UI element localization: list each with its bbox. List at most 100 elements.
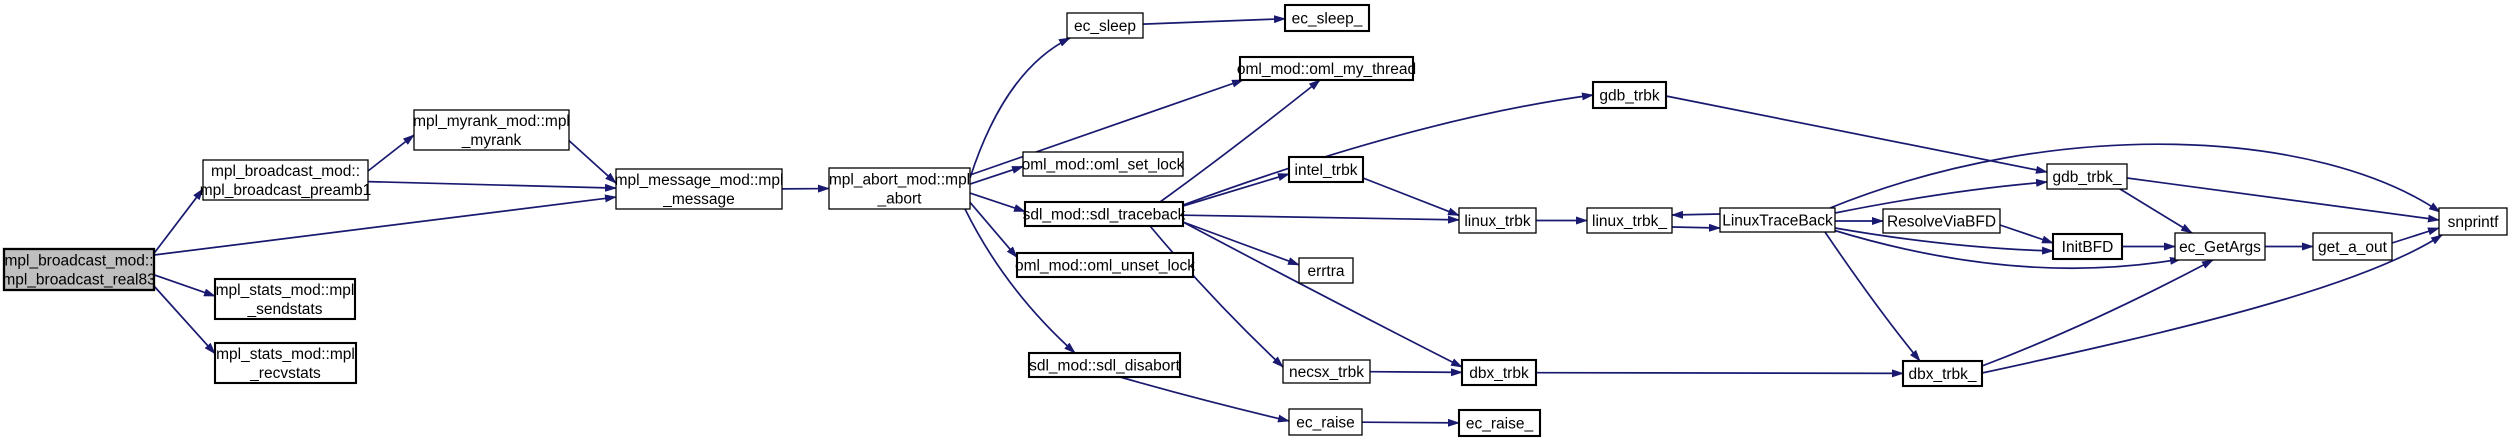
edge-dbx_trbk-dbx_trbk_ <box>1535 369 1904 378</box>
edge-preamb1-message <box>367 180 617 192</box>
node-box-abort <box>828 167 971 210</box>
node-preamb1[interactable]: mpl_broadcast_mod::mpl_broadcast_preamb1 <box>200 159 371 201</box>
node-box-ec_raise <box>1288 408 1363 436</box>
node-box-sendstats <box>213 277 357 321</box>
node-label-abort: mpl_abort_mod::mpl_abort <box>829 171 970 207</box>
edge-gdb_trbk-gdb_trbk_ <box>1665 95 2048 174</box>
node-gdb_trbk_[interactable]: gdb_trbk_ <box>2046 163 2128 190</box>
edge-LinuxTraceBack-InitBFD <box>1834 227 2054 255</box>
node-label-LinuxTraceBack: LinuxTraceBack <box>1722 212 1833 229</box>
edge-real83-preamb1 <box>153 188 204 254</box>
node-label-preamb1: mpl_broadcast_mod::mpl_broadcast_preamb1 <box>200 163 371 199</box>
node-get_a_out[interactable]: get_a_out <box>2312 232 2393 261</box>
edge-LinuxTraceBack-snprintf <box>1829 143 2441 213</box>
node-box-preamb1 <box>202 159 369 201</box>
edge-ec_sleep-ec_sleep_ <box>1142 15 1286 25</box>
node-box-gdb_trbk <box>1591 80 1668 110</box>
node-label-linux_trbk_: linux_trbk_ <box>1592 213 1667 230</box>
node-dbx_trbk_[interactable]: dbx_trbk_ <box>1901 359 1984 388</box>
node-label-ec_raise_: ec_raise_ <box>1466 415 1534 432</box>
node-ResolveViaBFD[interactable]: ResolveViaBFD <box>1882 208 2001 234</box>
node-label-myrank: mpl_myrank_mod::mpl_myrank <box>413 113 570 149</box>
edge-necsx_trbk-dbx_trbk <box>1369 368 1463 377</box>
node-label-message: mpl_message_mod::mpl_message <box>615 172 784 208</box>
node-label-sendstats: mpl_stats_mod::mpl_sendstats <box>216 282 355 318</box>
node-box-real83 <box>2 247 156 292</box>
node-box-dbx_trbk_ <box>1901 359 1984 388</box>
node-snprintf[interactable]: snprintf <box>2438 207 2508 236</box>
node-box-ec_GetArgs <box>2174 232 2266 261</box>
node-box-linux_trbk <box>1458 207 1537 234</box>
edge-sdl_traceback-errtra <box>1182 221 1300 266</box>
node-label-intel_trbk: intel_trbk <box>1295 162 1358 179</box>
node-box-message <box>615 168 783 210</box>
node-box-oml_unset_lock <box>1015 251 1195 279</box>
node-box-LinuxTraceBack <box>1719 207 1836 233</box>
node-intel_trbk[interactable]: intel_trbk <box>1287 155 1365 184</box>
edge-dbx_trbk_-ec_GetArgs <box>1981 259 2214 367</box>
node-myrank[interactable]: mpl_myrank_mod::mpl_myrank <box>413 109 570 151</box>
node-box-errtra <box>1298 257 1354 284</box>
edge-gdb_trbk_-snprintf <box>2126 177 2440 223</box>
node-box-dbx_trbk <box>1460 358 1538 387</box>
edge-sdl_traceback-gdb_trbk <box>1182 92 1594 206</box>
nodes-layer: mpl_broadcast_mod::mpl_broadcast_real83m… <box>2 3 2508 438</box>
node-message[interactable]: mpl_message_mod::mpl_message <box>615 168 784 210</box>
node-real83: mpl_broadcast_mod::mpl_broadcast_real83 <box>2 247 156 292</box>
edge-ec_raise-ec_raise_ <box>1361 418 1460 427</box>
node-LinuxTraceBack[interactable]: LinuxTraceBack <box>1719 207 1836 233</box>
node-box-myrank <box>413 109 570 151</box>
edge-sdl_traceback-necsx_trbk <box>1149 225 1284 368</box>
node-oml_set_lock[interactable]: oml_mod::oml_set_lock <box>1022 151 1185 177</box>
node-linux_trbk_[interactable]: linux_trbk_ <box>1586 207 1673 234</box>
edge-sdl_traceback-dbx_trbk <box>1182 221 1463 368</box>
node-label-oml_unset_lock: oml_mod::oml_unset_lock <box>1015 257 1195 274</box>
node-abort[interactable]: mpl_abort_mod::mpl_abort <box>828 167 971 210</box>
node-sdl_traceback[interactable]: sdl_mod::sdl_traceback <box>1023 200 1186 228</box>
node-box-linux_trbk_ <box>1586 207 1673 234</box>
node-label-dbx_trbk: dbx_trbk <box>1469 365 1529 382</box>
node-label-get_a_out: get_a_out <box>2318 239 2388 256</box>
edge-abort-oml_my_thread <box>969 79 1244 176</box>
node-box-snprintf <box>2438 207 2508 236</box>
node-ec_raise[interactable]: ec_raise <box>1288 408 1363 436</box>
node-gdb_trbk[interactable]: gdb_trbk <box>1591 80 1668 110</box>
edge-gdb_trbk_-ec_GetArgs <box>2119 188 2193 234</box>
node-oml_unset_lock[interactable]: oml_mod::oml_unset_lock <box>1015 251 1195 279</box>
node-dbx_trbk[interactable]: dbx_trbk <box>1460 358 1538 387</box>
node-ec_raise_[interactable]: ec_raise_ <box>1457 408 1542 438</box>
node-necsx_trbk[interactable]: necsx_trbk <box>1282 359 1371 384</box>
node-errtra[interactable]: errtra <box>1298 257 1354 284</box>
edge-linux_trbk_-LinuxTraceBack <box>1671 223 1721 232</box>
node-box-necsx_trbk <box>1282 359 1371 384</box>
edge-real83-recvstats <box>153 285 216 355</box>
edges-layer <box>153 15 2443 427</box>
node-oml_my_thread[interactable]: oml_mod::oml_my_thread <box>1237 55 1416 82</box>
edge-get_a_out-snprintf <box>2391 227 2440 244</box>
node-ec_GetArgs[interactable]: ec_GetArgs <box>2174 232 2266 261</box>
node-box-oml_set_lock <box>1022 151 1184 177</box>
node-label-oml_my_thread: oml_mod::oml_my_thread <box>1237 61 1416 78</box>
node-sdl_disabort[interactable]: sdl_mod::sdl_disabort <box>1027 351 1182 379</box>
edge-abort-oml_unset_lock <box>969 201 1018 259</box>
node-label-InitBFD: InitBFD <box>2062 239 2114 256</box>
node-box-ResolveViaBFD <box>1882 208 2001 234</box>
node-label-sdl_traceback: sdl_mod::sdl_traceback <box>1023 206 1186 223</box>
node-label-oml_set_lock: oml_mod::oml_set_lock <box>1022 156 1185 173</box>
node-label-ec_raise: ec_raise <box>1296 414 1355 431</box>
node-ec_sleep_[interactable]: ec_sleep_ <box>1283 3 1371 33</box>
node-label-recvstats: mpl_stats_mod::mpl_recvstats <box>216 346 355 382</box>
node-recvstats[interactable]: mpl_stats_mod::mpl_recvstats <box>213 341 358 385</box>
node-InitBFD[interactable]: InitBFD <box>2051 232 2124 261</box>
node-sendstats[interactable]: mpl_stats_mod::mpl_sendstats <box>213 277 357 321</box>
node-box-ec_sleep <box>1066 12 1144 39</box>
node-ec_sleep[interactable]: ec_sleep <box>1066 12 1144 39</box>
edge-LinuxTraceBack-dbx_trbk_ <box>1824 231 1921 362</box>
edge-LinuxTraceBack-linux_trbk_ <box>1671 210 1721 219</box>
edge-abort-sdl_disabort <box>964 208 1076 354</box>
edge-abort-oml_set_lock <box>969 165 1024 185</box>
edge-real83-message <box>153 194 617 256</box>
node-linux_trbk[interactable]: linux_trbk <box>1458 207 1537 234</box>
edge-sdl_traceback-linux_trbk <box>1182 214 1460 224</box>
